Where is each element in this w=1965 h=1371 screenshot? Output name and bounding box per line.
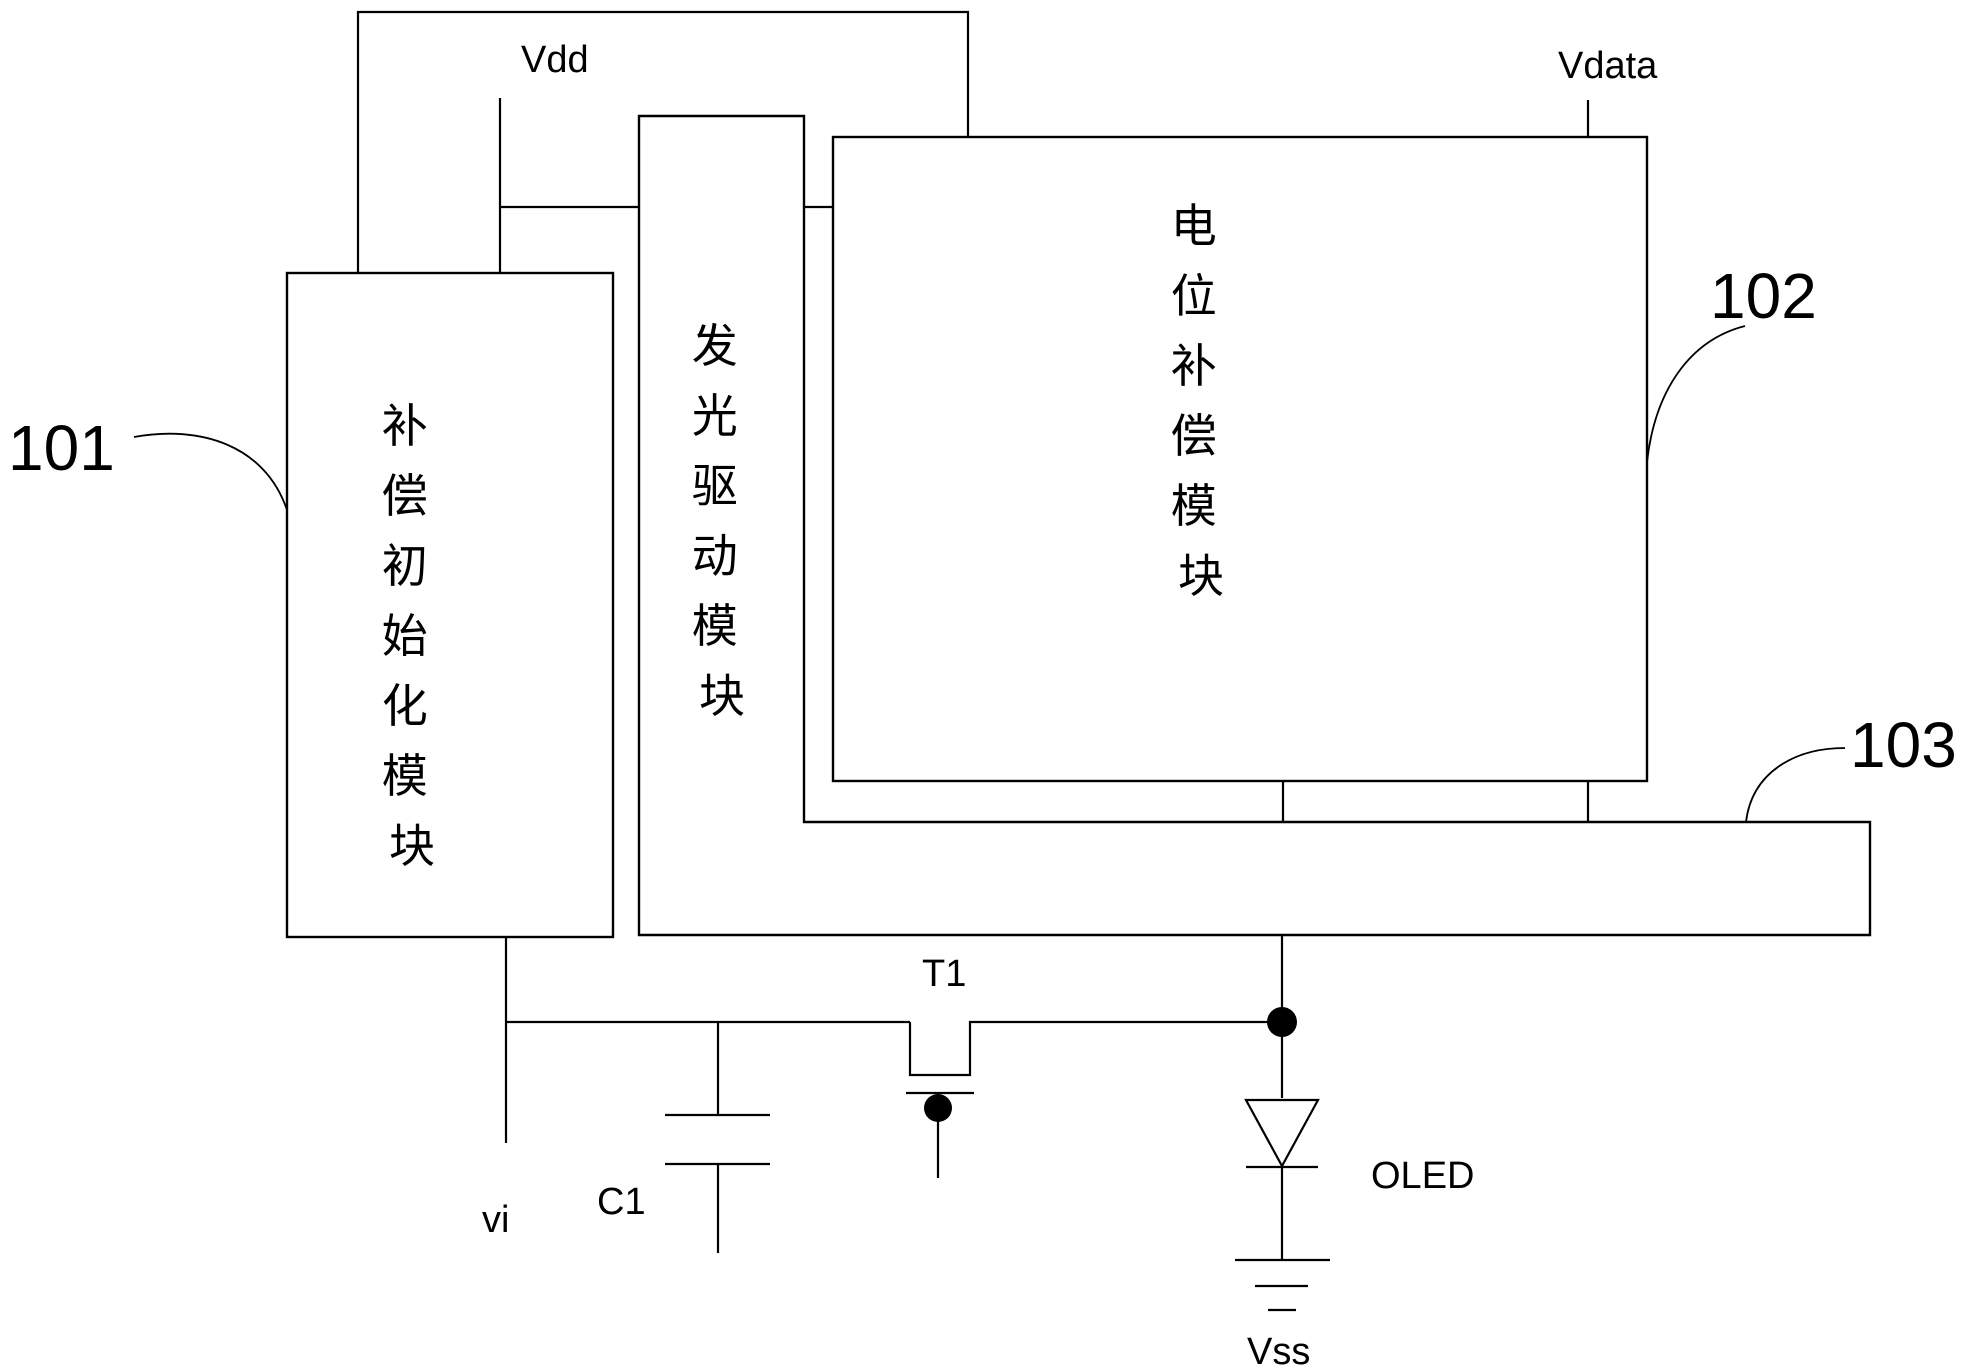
c1-label: C1	[597, 1181, 646, 1223]
potential-compensation-module-label: 电 位 补 偿 模 块	[1171, 199, 1232, 603]
compensation-init-module-label: 补 偿 初 始 化 模 块	[382, 399, 443, 873]
leader-101	[133, 432, 288, 511]
compensation-init-label-char-3: 初	[382, 539, 428, 593]
transistor-t1-channel	[908, 1020, 1282, 1077]
potential-compensation-label-char-2: 位	[1171, 269, 1217, 323]
leader-102	[1646, 325, 1746, 463]
oled-label: OLED	[1371, 1155, 1474, 1197]
potential-compensation-label-char-4: 偿	[1171, 409, 1217, 463]
leader-103	[1745, 747, 1846, 823]
vdata-label: Vdata	[1558, 45, 1658, 87]
compensation-init-module-box	[285, 271, 615, 939]
ref-102-label: 102	[1710, 260, 1817, 332]
compensation-init-label-char-6: 模	[382, 749, 428, 803]
compensation-init-label-char-7: 块	[389, 819, 435, 873]
t1-label: T1	[922, 953, 966, 995]
emission-driver-label-char-6: 块	[699, 669, 745, 723]
oled-diode-icon	[1244, 1098, 1320, 1169]
compensation-init-label-char-4: 始	[382, 609, 428, 663]
vi-label: vi	[482, 1199, 509, 1241]
emission-driver-label-char-4: 动	[692, 529, 738, 583]
output-node-dot	[1267, 1007, 1297, 1037]
vss-label: Vss	[1247, 1331, 1310, 1371]
emission-driver-module-box	[637, 114, 1872, 937]
emission-driver-label-char-2: 光	[692, 389, 738, 443]
compensation-init-label-char-2: 偿	[382, 469, 428, 523]
potential-compensation-label-char-3: 补	[1171, 339, 1217, 393]
compensation-init-label-char-5: 化	[382, 679, 428, 733]
potential-compensation-label-char-5: 模	[1171, 479, 1217, 533]
vdd-label: Vdd	[521, 39, 589, 81]
ref-103-label: 103	[1850, 709, 1957, 781]
emission-driver-label-char-1: 发	[692, 319, 738, 373]
emission-driver-label-char-3: 驱	[692, 459, 738, 513]
ref-101-label: 101	[8, 412, 115, 484]
potential-compensation-label-char-6: 块	[1178, 549, 1224, 603]
emission-driver-label-char-5: 模	[692, 599, 738, 653]
compensation-init-label-char-1: 补	[382, 399, 428, 453]
vdd-loop-wire	[356, 10, 970, 273]
potential-compensation-module-box	[831, 135, 1649, 783]
emission-driver-module-label: 发 光 驱 动 模 块	[692, 319, 753, 723]
potential-compensation-label-char-1: 电	[1171, 199, 1217, 253]
